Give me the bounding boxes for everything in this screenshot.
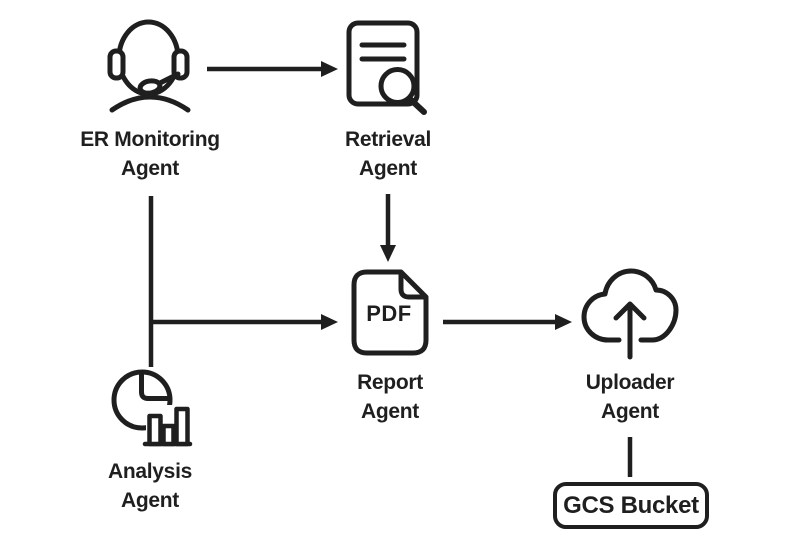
- pdf-badge-text: PDF: [366, 301, 412, 326]
- label-line: Agent: [121, 157, 179, 180]
- label-line: Report: [357, 371, 423, 394]
- gcs-bucket-label: GCS Bucket: [563, 491, 699, 519]
- retrieval-agent-label: Retrieval Agent: [288, 125, 488, 183]
- label-line: Retrieval: [344, 128, 432, 151]
- document-search-icon: [346, 20, 427, 115]
- label-line: Uploader: [585, 371, 675, 394]
- label-line: Agent: [601, 400, 659, 423]
- report-agent-label: Report Agent: [290, 368, 490, 426]
- analysis-agent-label: Analysis Agent: [50, 457, 250, 515]
- label-line: Agent: [121, 489, 179, 512]
- label-line: Analysis: [108, 460, 192, 483]
- pdf-file-icon: PDF: [351, 269, 429, 356]
- uploader-agent-label: Uploader Agent: [530, 368, 730, 426]
- er-monitoring-agent-label: ER Monitoring Agent: [50, 125, 250, 183]
- gcs-bucket-node: GCS Bucket: [553, 482, 709, 529]
- arrow-er-to-retrieval: [207, 61, 338, 77]
- cloud-upload-icon: [581, 268, 679, 360]
- label-line: Agent: [359, 157, 417, 180]
- headset-agent-icon: [107, 19, 191, 113]
- pie-bar-chart-icon: [111, 369, 198, 448]
- arrow-retrieval-to-report: [380, 194, 396, 262]
- label-line: ER Monitoring: [80, 128, 220, 151]
- label-line: Agent: [361, 400, 419, 423]
- arrow-er-to-report: [151, 314, 338, 330]
- arrow-report-to-uploader: [443, 314, 572, 330]
